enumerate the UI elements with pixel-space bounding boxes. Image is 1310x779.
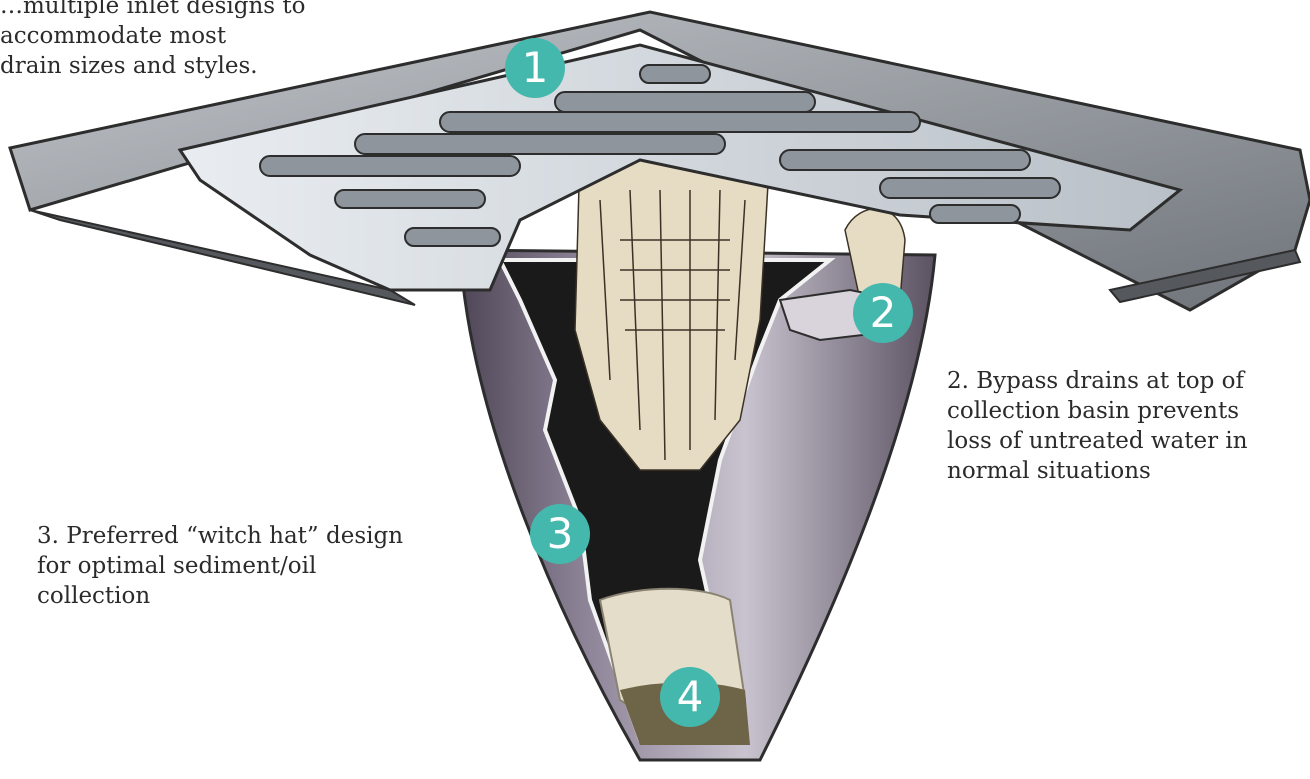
- callout-bypass-line-3: loss of untreated water in: [947, 426, 1307, 456]
- intro-text: …multiple inlet designs to accommodate m…: [0, 0, 440, 81]
- callout-bypass: 2. Bypass drains at top of collection ba…: [947, 366, 1307, 486]
- callout-witch-hat-line-1: 3. Preferred “witch hat” design: [37, 521, 457, 551]
- intro-line-1: …multiple inlet designs to accommodate m…: [0, 0, 440, 51]
- callout-witch-hat-line-3: collection: [37, 581, 457, 611]
- badge-3: 3: [530, 504, 590, 564]
- intro-line-2: drain sizes and styles.: [0, 51, 440, 81]
- callout-bypass-line-1: 2. Bypass drains at top of: [947, 366, 1307, 396]
- badge-1: 1: [505, 38, 565, 98]
- callout-bypass-line-2: collection basin prevents: [947, 396, 1307, 426]
- callout-witch-hat-line-2: for optimal sediment/oil: [37, 551, 457, 581]
- badge-4: 4: [660, 667, 720, 727]
- badge-2: 2: [853, 283, 913, 343]
- callout-witch-hat: 3. Preferred “witch hat” design for opti…: [37, 521, 457, 611]
- callout-bypass-line-4: normal situations: [947, 456, 1307, 486]
